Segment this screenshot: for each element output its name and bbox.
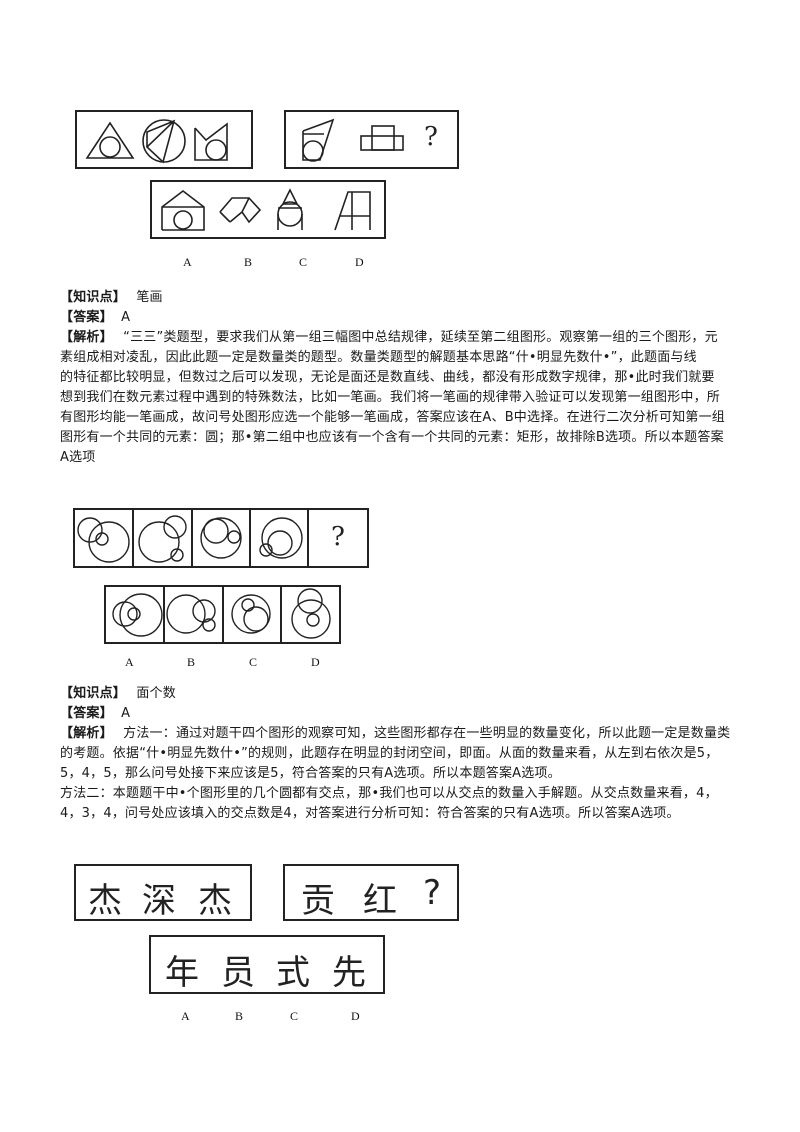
puzzle1-group1-figures: [85, 119, 228, 164]
analysis-text: 方法二：本题题干中•个图形里的几个圆都有交点，那•我们也可以从交点的数量入手解题…: [60, 786, 718, 801]
puzzle3-group2-char: 贡: [301, 881, 357, 921]
puzzle3-group1-char: 杰: [88, 881, 144, 921]
puzzle1-group2-figures: [302, 118, 404, 162]
puzzle2-option-label-c: C: [249, 655, 258, 669]
puzzle1-group1-box: [75, 110, 253, 169]
puzzle3-option-label-a: A: [181, 1009, 190, 1023]
puzzle1-option-label-d: D: [355, 255, 364, 269]
puzzle2-explanation: 【知识点】 面个数 【答案】 A 【解析】 方法一：通过对题干四个图形的观察可知…: [60, 684, 780, 824]
analysis-text: A选项: [60, 450, 96, 465]
puzzle3-group2-box: 贡 红 ?: [283, 864, 459, 921]
knowledge-point-line: 【知识点】 面个数: [60, 684, 780, 704]
analysis-text: 素组成相对凌乱，因此此题一定是数量类的题型。数量类题型的解题基本思路“什•明显先…: [60, 350, 697, 365]
puzzle2-option-label-d: D: [311, 655, 320, 669]
answer-value: A: [121, 310, 131, 325]
puzzle2-stem-figures: [77, 510, 309, 566]
puzzle1-group2-box: ?: [284, 110, 459, 169]
puzzle1-option-label-a: A: [183, 255, 192, 269]
puzzle1-explanation: 【知识点】 笔画 【答案】 A 【解析】 “三三”类题型，要求我们从第一组三幅图…: [60, 288, 780, 468]
answer-value: A: [121, 706, 131, 721]
puzzle1-option-label-c: C: [299, 255, 308, 269]
puzzle3-question-mark: ?: [423, 873, 464, 913]
puzzle3-option-char-a: 年: [165, 953, 221, 993]
puzzle1-option-label-b: B: [244, 255, 253, 269]
analysis-text: 图形有一个共同的元素：圆；那•第二组中也应该有一个含有一个共同的元素：矩形，故排…: [60, 430, 724, 445]
puzzle3-group1-char: 杰: [198, 881, 254, 921]
puzzle3-option-label-b: B: [235, 1009, 244, 1023]
analysis-line: 【解析】 方法一：通过对题干四个图形的观察可知，这些图形都存在一些明显的数量变化…: [60, 724, 780, 744]
knowledge-point-label: 【知识点】: [60, 686, 127, 701]
puzzle2-option-label-a: A: [125, 655, 134, 669]
puzzle3-group1-box: 杰 深 杰: [74, 864, 252, 921]
puzzle3-option-char-d: 先: [332, 953, 388, 993]
analysis-text: 4，3，4，问号处应该填入的交点数是4，对答案进行分析可知：符合答案的只有A选项…: [60, 806, 680, 821]
puzzle3-group1-char: 深: [142, 881, 198, 921]
knowledge-point-label: 【知识点】: [60, 290, 127, 305]
answer-label: 【答案】: [60, 310, 113, 325]
analysis-text: 方法一：通过对题干四个图形的观察可知，这些图形都存在一些明显的数量变化，所以此题…: [123, 726, 731, 741]
puzzle3-options-box: 年 员 式 先: [149, 935, 385, 994]
puzzle3-option-label-c: C: [290, 1009, 299, 1023]
puzzle2-question-mark: ?: [331, 522, 345, 552]
puzzle2-options-row: [104, 585, 341, 644]
analysis-text: 的特征都比较明显，但数过之后可以发现，无论是面还是数直线、曲线，都没有形成数字规…: [60, 370, 715, 385]
knowledge-point-value: 笔画: [136, 290, 163, 305]
analysis-line: 【解析】 “三三”类题型，要求我们从第一组三幅图中总结规律，延续至第二组图形。观…: [60, 328, 780, 348]
analysis-text: 5，4，5，那么问号处接下来应该是5，符合答案的只有A选项。所以本题答案A选项。: [60, 766, 561, 781]
analysis-text: 有图形均能一笔画成，故问号处图形应选一个能够一笔画成，答案应该在A、B中选择。在…: [60, 410, 726, 425]
analysis-text: 的考题。依据“什•明显先数什•”的规则，此题存在明显的封闭空间，即面。从面的数量…: [60, 746, 719, 761]
knowledge-point-value: 面个数: [136, 686, 176, 701]
analysis-text: “三三”类题型，要求我们从第一组三幅图中总结规律，延续至第二组图形。观察第一组的…: [123, 330, 718, 345]
analysis-text: 想到我们在数元素过程中遇到的特殊数法，比如一笔画。我们将一笔画的规律带入验证可以…: [60, 390, 721, 405]
puzzle3-option-char-b: 员: [221, 953, 277, 993]
analysis-label: 【解析】: [60, 330, 113, 345]
puzzle2-stem-row: ?: [73, 508, 369, 568]
analysis-label: 【解析】: [60, 726, 113, 741]
answer-line: 【答案】 A: [60, 308, 780, 328]
puzzle3-option-char-c: 式: [276, 953, 332, 993]
puzzle3-group2-char: 红: [363, 881, 419, 921]
puzzle3-option-label-d: D: [351, 1009, 360, 1023]
puzzle1-option-figures: [161, 188, 371, 231]
answer-line: 【答案】 A: [60, 704, 780, 724]
puzzle2-option-label-b: B: [187, 655, 196, 669]
knowledge-point-line: 【知识点】 笔画: [60, 288, 780, 308]
answer-label: 【答案】: [60, 706, 113, 721]
puzzle1-options-box: [150, 180, 386, 239]
puzzle1-question-mark: ?: [424, 122, 438, 152]
puzzle2-option-figures: [112, 587, 331, 642]
